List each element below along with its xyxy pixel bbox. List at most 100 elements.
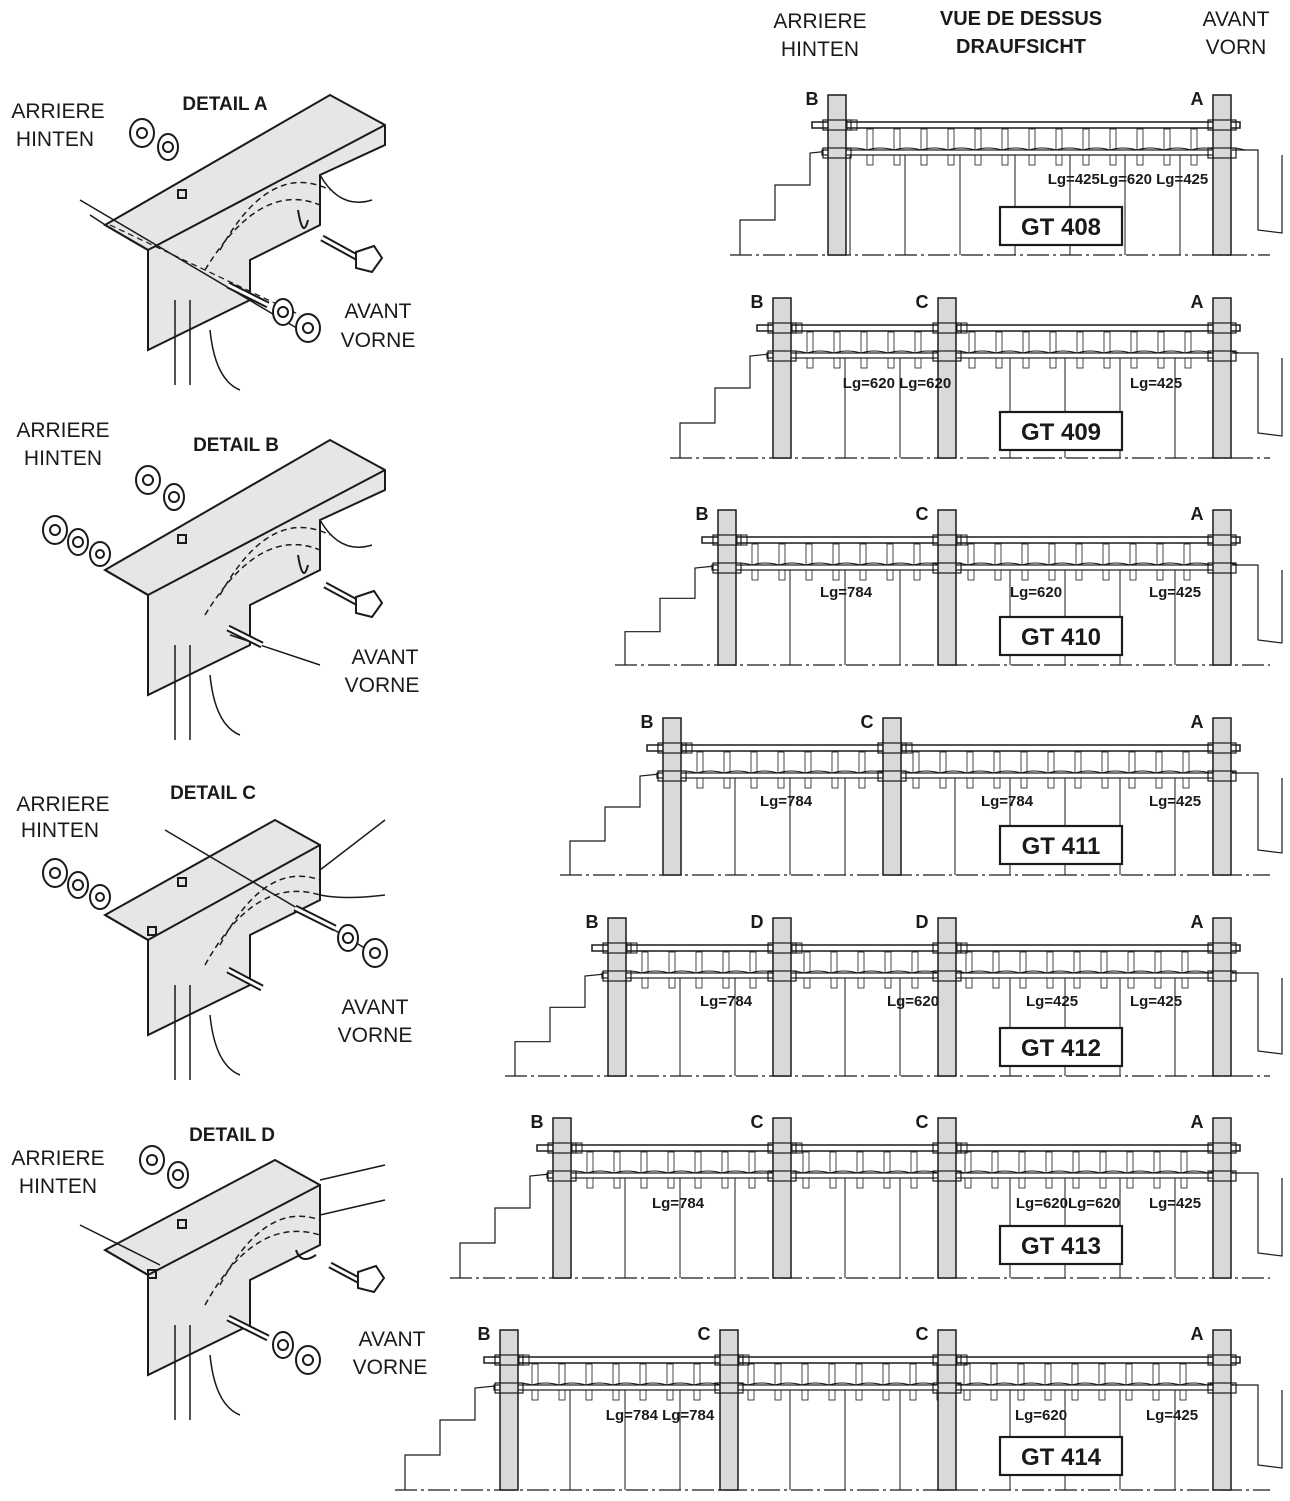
upright (965, 951, 973, 989)
detail-a-bolt (226, 234, 384, 343)
upright (1075, 543, 1083, 581)
model-box (998, 824, 1124, 866)
bolt-nut (738, 1354, 750, 1366)
bar-letter: C (916, 1324, 929, 1344)
upright (832, 543, 840, 581)
upright (1076, 331, 1084, 369)
upright (886, 543, 894, 581)
cross-bar (1212, 297, 1232, 459)
bolt-clamp (932, 534, 962, 546)
detail-c-front-de: VORNE (338, 1024, 413, 1047)
model-box (998, 410, 1124, 452)
upright (883, 1151, 891, 1189)
bar-letter: A (1191, 292, 1204, 312)
bolt-clamp (932, 970, 962, 982)
length-label: Lg=425 (1130, 375, 1182, 392)
bolt-clamp (1207, 942, 1237, 954)
bolt-clamp (822, 147, 852, 159)
tier-outline (569, 772, 671, 875)
upright (910, 1151, 918, 1189)
upright (920, 128, 928, 166)
length-label: Lg=425Lg=620 Lg=425 (1048, 171, 1209, 188)
detail-b-rear-fr: ARRIERE (16, 419, 109, 442)
bolt-clamp (932, 942, 962, 954)
cross-bar (937, 509, 957, 666)
detail-d-rear-de: HINTEN (19, 1175, 97, 1198)
cross-bar (1212, 509, 1232, 666)
upright (1098, 1363, 1106, 1401)
rail-lower (711, 564, 1231, 571)
upright (1071, 1363, 1079, 1401)
rail-lower (546, 1172, 1231, 1179)
cross-bar (1212, 717, 1232, 876)
detail-c-bolt (226, 904, 337, 992)
bolt-clamp (1207, 1382, 1237, 1394)
upright (887, 331, 895, 369)
upright (1130, 331, 1138, 369)
bolt-clamp (877, 770, 907, 782)
bolt-clamp (932, 322, 962, 334)
tier-outline (459, 1172, 561, 1278)
length-label: Lg=784 (700, 993, 753, 1010)
upright (695, 951, 703, 989)
cross-bar (662, 717, 682, 876)
upright (1128, 751, 1136, 789)
upright (1099, 1151, 1107, 1189)
bolt-clamp (767, 322, 797, 334)
end-outline (1232, 1172, 1283, 1257)
upright (831, 751, 839, 789)
bolt-nut (791, 322, 803, 334)
bolt-clamp (712, 534, 742, 546)
upright (777, 751, 785, 789)
length-label: Lg=425 (1149, 584, 1201, 601)
bolt-clamp (547, 1170, 577, 1182)
bolt-clamp (767, 970, 797, 982)
detail-a-rear-fr: ARRIERE (11, 100, 104, 123)
model-label: GT 408 (1021, 214, 1101, 241)
upright (805, 543, 813, 581)
upright (1045, 1151, 1053, 1189)
upright (1021, 543, 1029, 581)
cross-bar (1212, 94, 1232, 256)
upright (939, 751, 947, 789)
upright (966, 751, 974, 789)
upright (974, 128, 982, 166)
bar-letter: B (751, 292, 764, 312)
detail-b-bolt (226, 581, 384, 649)
detail-a-nut-rear (129, 118, 179, 161)
upright (964, 1151, 972, 1189)
upright (1157, 331, 1165, 369)
cross-bar (717, 509, 737, 666)
rail-lower (656, 772, 1231, 779)
upright (1127, 951, 1135, 989)
detail-c-rear-de: HINTEN (21, 819, 99, 842)
rail-upper (701, 536, 1241, 544)
upright (914, 331, 922, 369)
upright (858, 751, 866, 789)
upright (1153, 1151, 1161, 1189)
bolt-clamp (932, 1142, 962, 1154)
rail-upper (483, 1356, 1241, 1364)
upright (833, 331, 841, 369)
detail-d-bracket-drawing (79, 1158, 386, 1420)
bolt-nut (791, 942, 803, 954)
cross-bar (499, 1329, 519, 1491)
cross-bar (937, 1329, 957, 1491)
upright (1179, 1363, 1187, 1401)
upright (963, 1363, 971, 1401)
length-label: Lg=425 (1026, 993, 1078, 1010)
end-outline (1232, 352, 1283, 437)
upright (992, 951, 1000, 989)
bar-letter: C (916, 504, 929, 524)
bar-letter: D (751, 912, 764, 932)
bar-letter: A (1191, 89, 1204, 109)
bolt-clamp (1207, 1142, 1237, 1154)
upright (893, 128, 901, 166)
detail-a-rear-de: HINTEN (16, 128, 94, 151)
upright (531, 1363, 539, 1401)
cross-bar (772, 297, 792, 459)
bolt-clamp (767, 1142, 797, 1154)
bolt-clamp (714, 1354, 744, 1366)
bolt-clamp (657, 742, 687, 754)
